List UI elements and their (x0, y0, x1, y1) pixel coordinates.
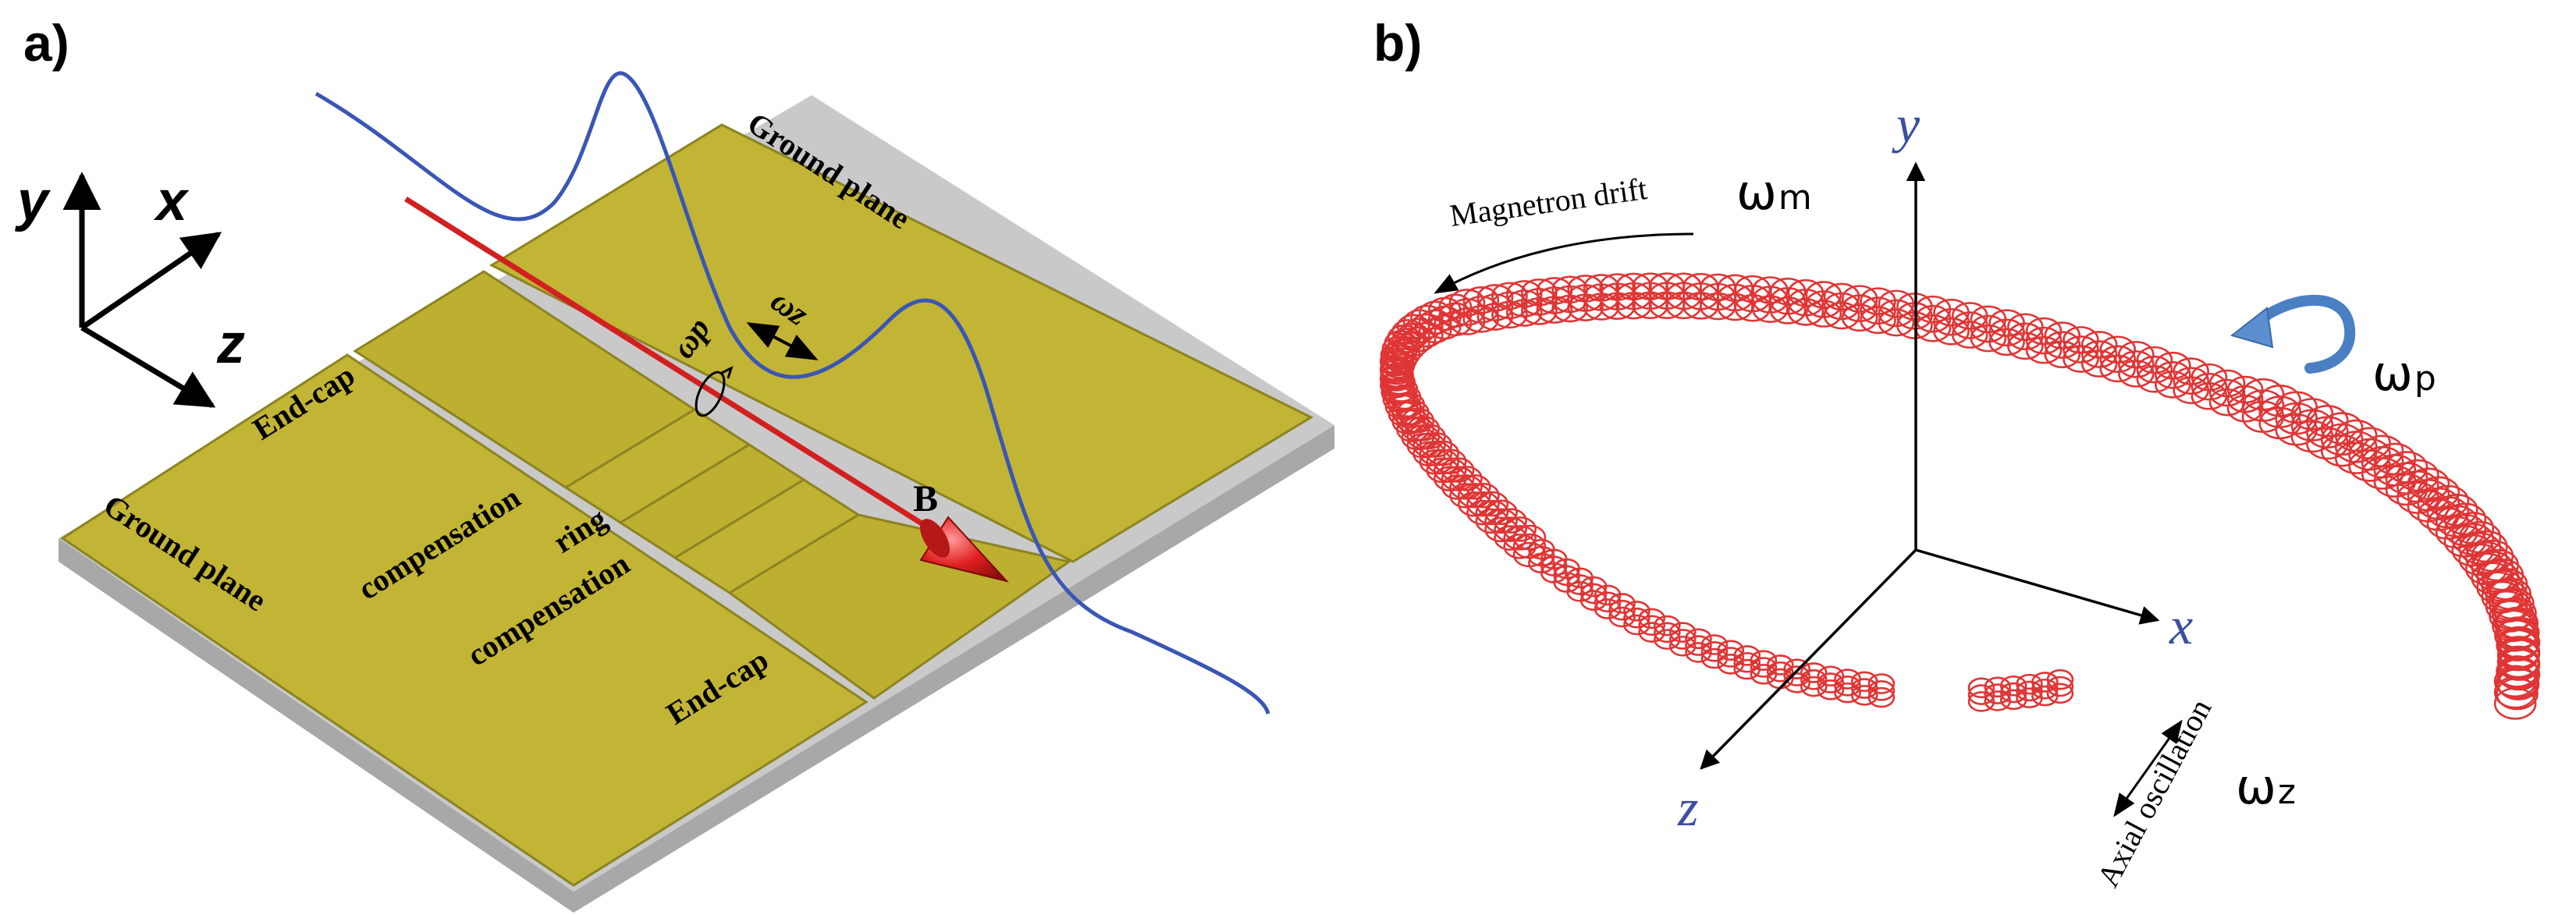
z-axis-arrow (1700, 548, 1917, 770)
omega-p-rotation-icon (695, 366, 734, 417)
panel-a-axes (62, 172, 222, 409)
x-axis-label: x (2169, 596, 2193, 655)
magnetron-drift-arrow (1434, 232, 1694, 294)
panel-a: a) y x z Ground plane Ground plane End (15, 14, 1334, 913)
omega-m-symbol: ωm (1736, 164, 1812, 221)
x-axis-label: x (153, 170, 190, 232)
electrode-pads (60, 123, 1314, 887)
omega-z-symbol: ωz (2236, 758, 2296, 815)
y-axis-label: y (1892, 94, 1920, 154)
panel-b: b) y x z Magnetron drift ωm ωp Axial osc… (1373, 14, 2541, 893)
potential-curve (314, 71, 1270, 715)
panel-b-axes (1700, 161, 2160, 770)
z-axis-arrow (80, 325, 216, 409)
x-axis-arrow (1915, 548, 2160, 625)
trajectory-loops (1379, 272, 2541, 720)
x-axis-arrow (80, 232, 222, 330)
field-label: B (913, 478, 938, 520)
omega-p-symbol: ωp (2372, 345, 2436, 402)
axial-oscillation-arrow (2113, 719, 2183, 817)
axial-oscillation-label: Axial oscillation (2090, 693, 2218, 893)
particle-trajectory (1379, 272, 2541, 720)
magnetic-field-line (404, 197, 1009, 583)
omega-p-rotation-arrow (2250, 295, 2356, 374)
panel-b-label: b) (1373, 14, 1422, 72)
z-axis-label: z (216, 313, 245, 375)
omega-z-arrow (746, 322, 819, 360)
z-axis-label: z (1677, 778, 1698, 837)
panel-a-label: a) (23, 14, 69, 72)
omega-p-rotation-arrowhead (2230, 307, 2274, 349)
ground-plane-left-pad (60, 353, 869, 887)
ground-plane-top-pad (489, 123, 1314, 563)
y-axis-label: y (15, 170, 52, 232)
magnetron-drift-label: Magnetron drift (1448, 171, 1649, 233)
